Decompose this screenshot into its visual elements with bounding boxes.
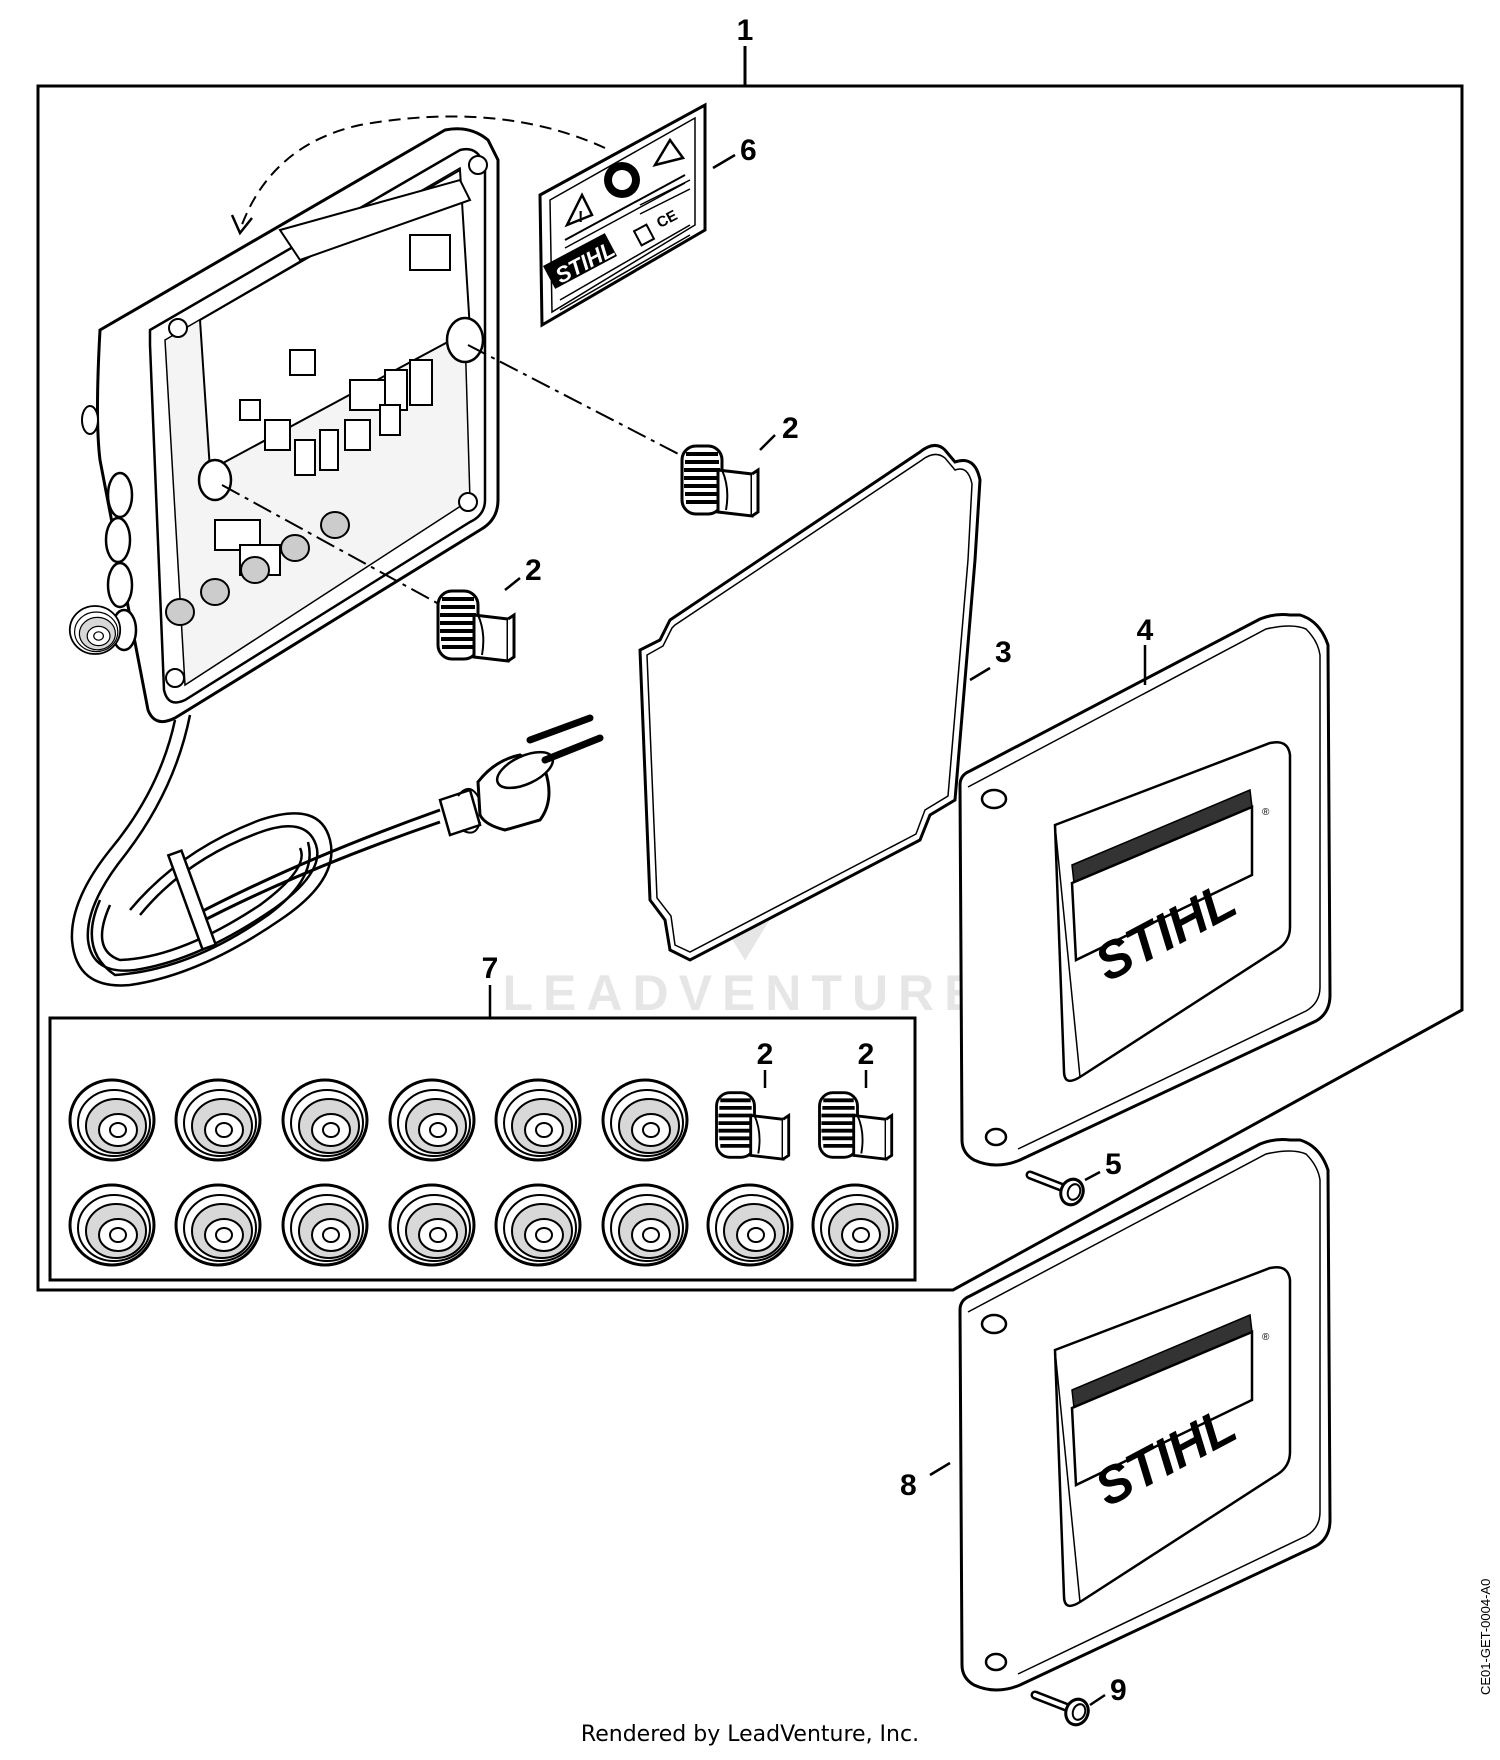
cover-part-4: STIHL ® <box>958 613 1332 1167</box>
gasket-part-3 <box>638 444 982 962</box>
svg-text:!: ! <box>578 209 583 226</box>
loose-grommet <box>68 605 122 655</box>
warning-icon <box>564 192 594 228</box>
grommet-row-bottom <box>68 1183 899 1267</box>
diagram-code: CE01-GET-0004-A0 <box>1478 1578 1493 1695</box>
grommet <box>281 1078 369 1162</box>
cover-part-8: STIHL ® <box>958 1138 1332 1692</box>
grommet-set-part-7 <box>48 1016 917 1282</box>
callout-6: 6 <box>740 134 757 167</box>
plug-part-2-upper <box>680 444 760 518</box>
grommet <box>601 1183 689 1267</box>
grommet <box>494 1183 582 1267</box>
svg-text:®: ® <box>1262 807 1270 818</box>
grommet-row-top <box>68 1078 894 1162</box>
callout-2-set-a: 2 <box>757 1038 774 1071</box>
rotation-arrow <box>239 115 606 231</box>
callout-5: 5 <box>1105 1148 1122 1181</box>
control-unit <box>81 127 500 724</box>
grommet <box>68 1183 156 1267</box>
grommet <box>174 1078 262 1162</box>
callout-3: 3 <box>995 636 1012 669</box>
grommet <box>388 1078 476 1162</box>
plug-part-2-lower <box>436 589 516 663</box>
grommet <box>601 1078 689 1162</box>
plug-part-2-set-a <box>714 1090 791 1162</box>
grommet <box>494 1078 582 1162</box>
callout-2-upper: 2 <box>782 412 799 445</box>
footer-credit: Rendered by LeadVenture, Inc. <box>580 1722 920 1747</box>
callout-2-lower: 2 <box>525 554 542 587</box>
callout-1: 1 <box>737 14 754 47</box>
callout-4: 4 <box>1137 614 1154 647</box>
grommet <box>174 1183 262 1267</box>
warning-label-part-6: ! STIHL CE <box>538 102 707 328</box>
grommet <box>388 1183 476 1267</box>
grommet <box>706 1183 794 1267</box>
grommet <box>281 1183 369 1267</box>
callout-9: 9 <box>1110 1674 1127 1707</box>
grommet <box>811 1183 899 1267</box>
hand-hazard-icon <box>652 137 686 167</box>
power-cord <box>70 714 441 987</box>
plug-part-2-set-b <box>817 1090 894 1162</box>
screw-part-5 <box>1030 1175 1087 1208</box>
callout-2-set-b: 2 <box>858 1038 875 1071</box>
grommet <box>68 1078 156 1162</box>
kit-outline <box>36 84 1464 1292</box>
svg-text:®: ® <box>1262 1332 1270 1343</box>
callout-8: 8 <box>900 1469 917 1502</box>
watermark-text: LEADVENTURE <box>502 965 987 1021</box>
power-plug <box>438 714 604 837</box>
callout-7: 7 <box>482 952 499 985</box>
